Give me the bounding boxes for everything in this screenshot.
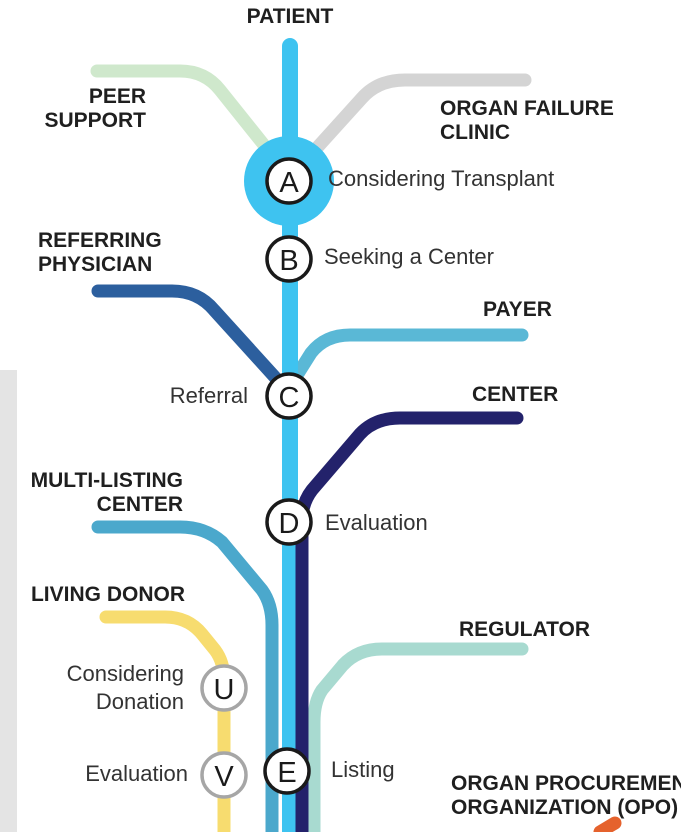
line-label-living-donor: LIVING DONOR xyxy=(30,583,185,606)
stop-u: U xyxy=(200,664,248,712)
stop-v-letter: V xyxy=(214,761,234,793)
line-organ-failure-clinic xyxy=(308,73,532,157)
line-opo xyxy=(593,816,622,832)
line-referring-physician xyxy=(91,284,289,392)
line-label-center: CENTER xyxy=(472,383,559,406)
stop-d: D xyxy=(265,498,313,546)
stop-u-letter: U xyxy=(214,674,235,706)
stop-b-letter: B xyxy=(279,245,298,277)
stop-a-label: Considering Transplant xyxy=(328,166,555,191)
stop-b: B xyxy=(265,235,313,283)
line-living-donor xyxy=(99,610,231,832)
line-multi-listing-center xyxy=(91,520,279,832)
stop-v-label: Evaluation xyxy=(85,761,188,786)
stop-d-label: Evaluation xyxy=(325,510,428,535)
line-label-regulator: REGULATOR xyxy=(459,618,591,641)
stop-e-label: Listing xyxy=(331,757,395,782)
stop-v: V xyxy=(200,751,248,799)
stop-c: C xyxy=(265,372,313,420)
line-peer-support xyxy=(90,64,275,157)
line-regulator xyxy=(307,642,529,832)
stop-e-letter: E xyxy=(277,757,296,789)
line-label-payer: PAYER xyxy=(483,298,552,321)
stop-e: E xyxy=(263,747,311,795)
stop-d-letter: D xyxy=(279,508,300,540)
stop-a: A xyxy=(265,157,313,205)
stop-b-label: Seeking a Center xyxy=(324,244,494,269)
left-edge-grey-panel xyxy=(0,370,17,832)
line-payer xyxy=(287,328,529,387)
stop-a-letter: A xyxy=(279,167,299,199)
stop-c-letter: C xyxy=(279,382,300,414)
stop-c-label: Referral xyxy=(169,383,248,408)
line-label-patient: PATIENT xyxy=(246,5,334,28)
left-edge-strip xyxy=(0,0,17,832)
